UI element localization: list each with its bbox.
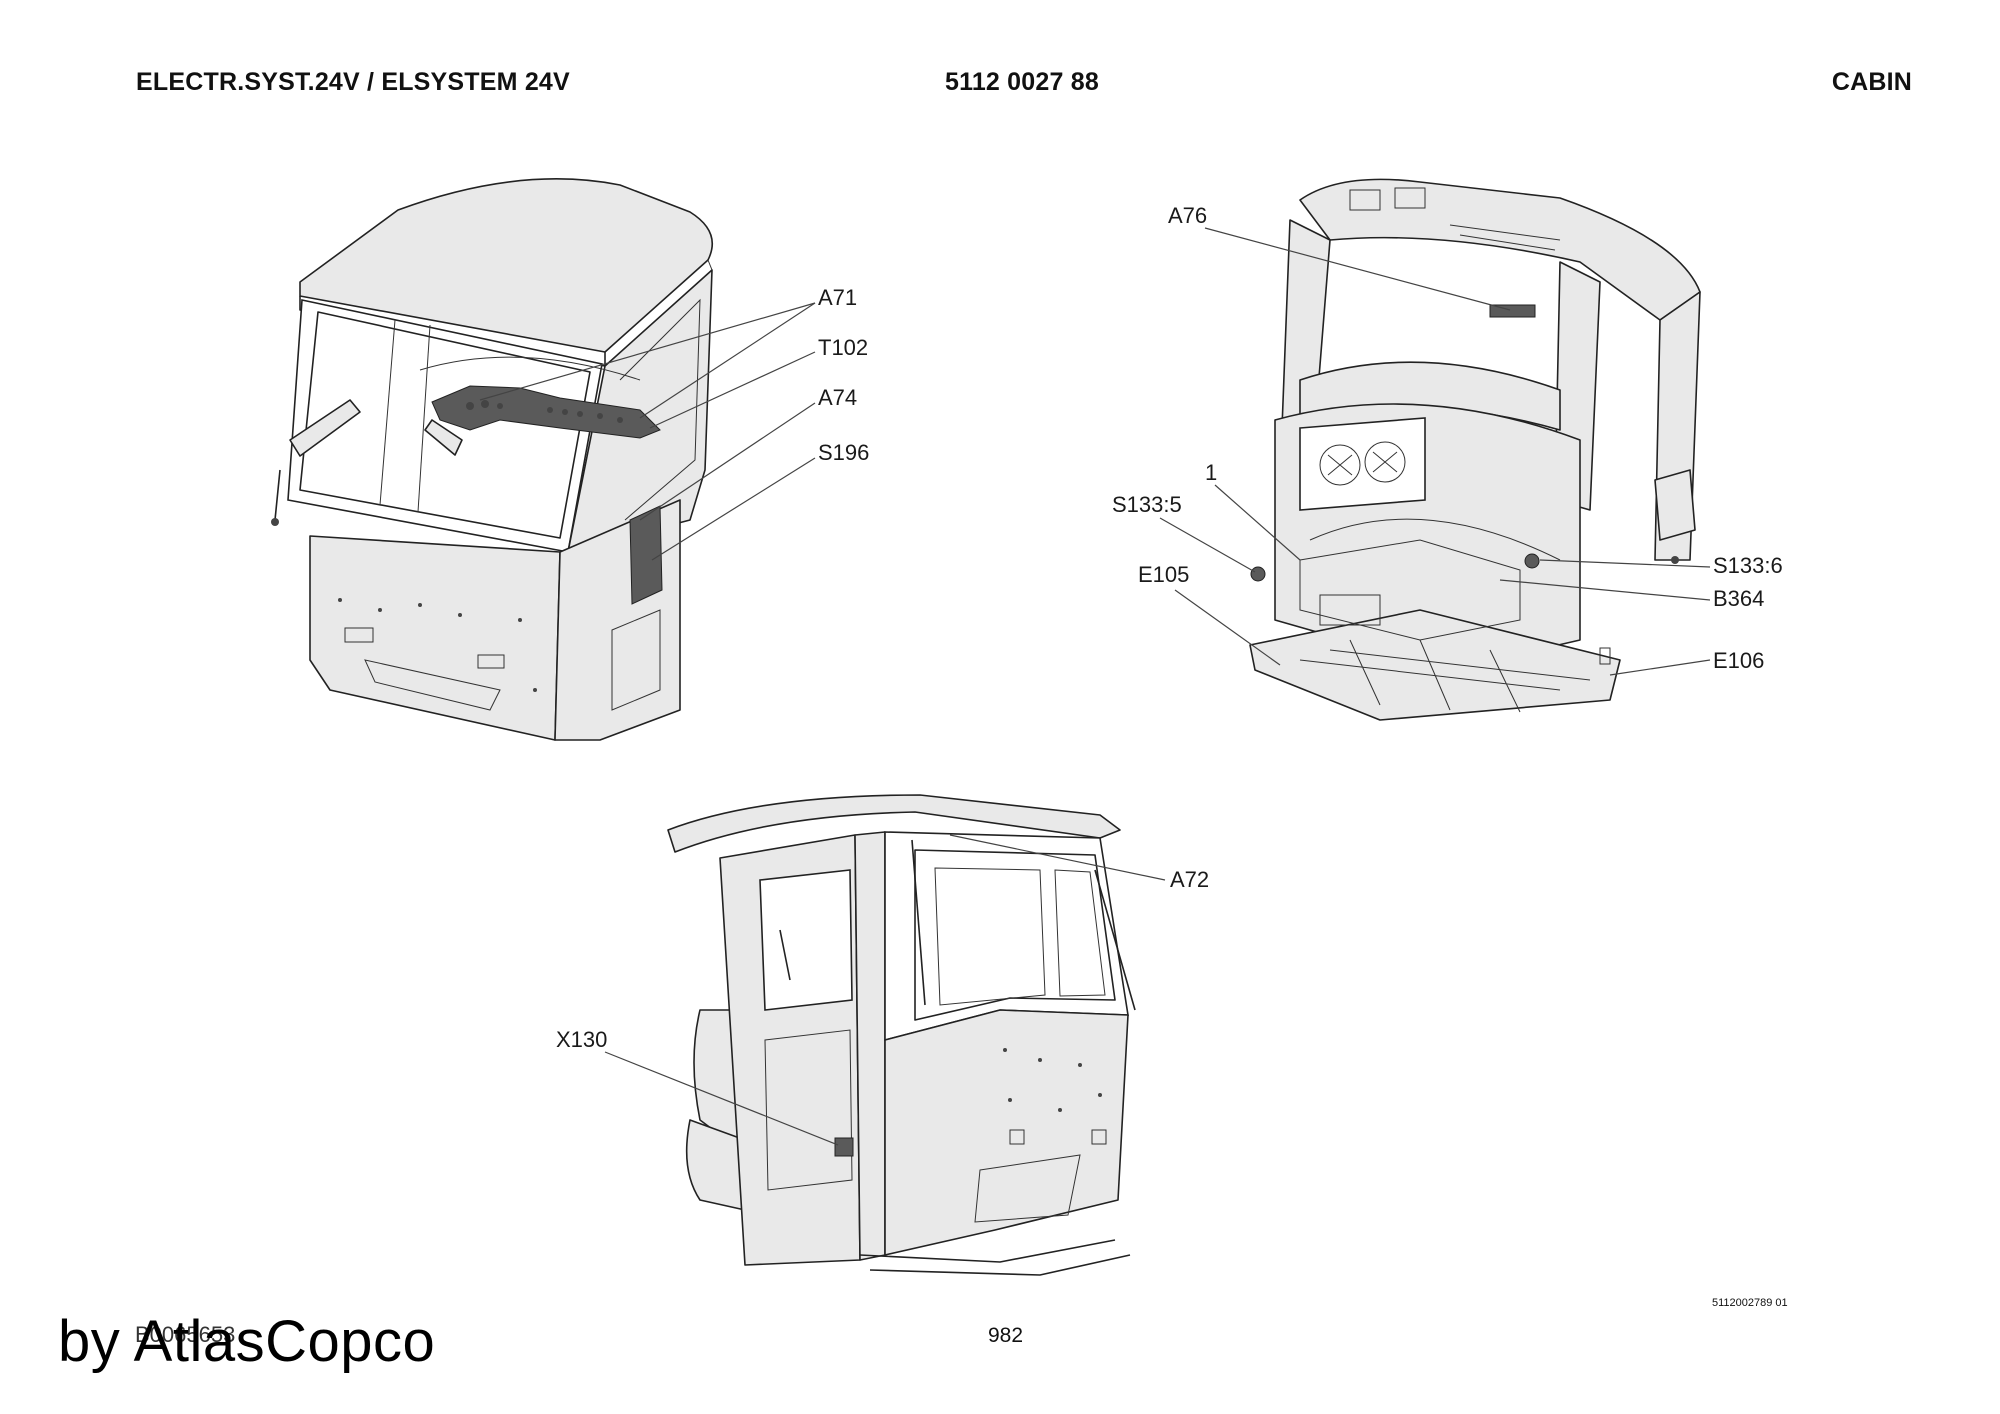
callout-1: 1: [1205, 460, 1217, 485]
document-code: B0065653: [135, 1322, 236, 1347]
callout-a74: A74: [818, 385, 857, 410]
callout-s196: S196: [818, 440, 869, 465]
callout-s133-6: S133:6: [1713, 553, 1783, 578]
drawing-id: 5112002789 01: [1712, 1297, 1788, 1309]
cabin-view-underside: [1249, 178, 1701, 721]
callout-e105: E105: [1138, 562, 1189, 587]
callouts-view-underside: A76 1 S133:5 E105 S133:6 B364 E106: [1112, 203, 1783, 676]
cabin-view-rear: [667, 794, 1136, 1276]
watermark-text: by AtlasCopco: [58, 1309, 436, 1374]
header-part-number: 5112 0027 88: [945, 68, 1099, 96]
page-number: 982: [988, 1324, 1024, 1347]
header-section-title: ELECTR.SYST.24V / ELSYSTEM 24V: [136, 68, 570, 96]
callout-e106: E106: [1713, 648, 1764, 673]
callout-a76: A76: [1168, 203, 1207, 228]
callout-a71: A71: [818, 285, 857, 310]
cabin-view-front: [271, 178, 713, 741]
callout-s133-5: S133:5: [1112, 492, 1182, 517]
header-assembly-name: CABIN: [1831, 68, 1912, 96]
dashboard-gauges: [466, 400, 623, 423]
callout-x130: X130: [556, 1027, 607, 1052]
callout-b364: B364: [1713, 586, 1764, 611]
callout-a72: A72: [1170, 867, 1209, 892]
callout-t102: T102: [818, 335, 868, 360]
callouts-view-rear: A72 X130: [556, 834, 1209, 1146]
callouts-view-front: A71 T102 A74 S196: [479, 285, 869, 561]
